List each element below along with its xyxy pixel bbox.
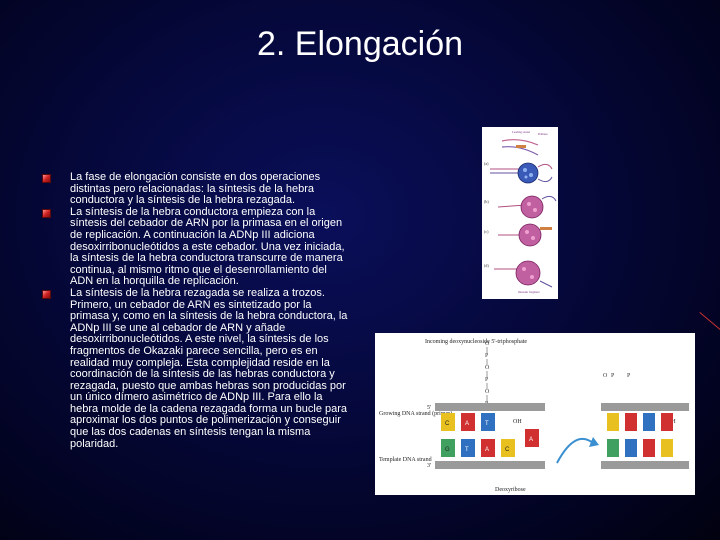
nucleotide-addition-figure: Incoming deoxynucleoside 5'-triphosphate… xyxy=(375,333,695,495)
phosphate-p: P xyxy=(485,353,489,359)
reaction-arrow-icon xyxy=(556,438,594,464)
phosphate-o: O xyxy=(485,341,490,347)
nucleotide-addition-diagram: Incoming deoxynucleoside 5'-triphosphate… xyxy=(379,339,689,493)
oh-label: OH xyxy=(513,419,522,425)
base-letter: C xyxy=(505,447,510,453)
template-strand-label: Template DNA strand xyxy=(379,457,432,463)
bullet-square-icon xyxy=(42,174,51,183)
bullet-item: La síntesis de la hebra rezagada se real… xyxy=(42,286,352,450)
base-letter: T xyxy=(465,447,469,453)
phosphate-o: O xyxy=(485,389,490,395)
growing-strand-label: Growing DNA strand (primer) xyxy=(379,410,452,417)
bullet-square-icon xyxy=(42,208,51,218)
step-label: (b) xyxy=(484,199,489,204)
bullet-item: La fase de elongación consiste en dos op… xyxy=(42,171,352,207)
base-letter: C xyxy=(445,421,450,427)
prime-3-label: 3' xyxy=(427,463,431,469)
decorative-line xyxy=(699,312,720,333)
phosphate-o: O xyxy=(485,365,490,371)
bullet-text: La síntesis de la hebra rezagada se real… xyxy=(70,286,348,450)
incoming-base-letter: A xyxy=(529,437,533,443)
figure-label: Primase xyxy=(538,132,548,136)
base-letter: T xyxy=(485,421,489,427)
deoxyribose-label: Deoxyribose xyxy=(495,487,526,493)
bullet-item: La síntesis de la hebra conductora empie… xyxy=(42,205,352,288)
phosphate-p: P xyxy=(627,373,631,379)
bullet-square-icon xyxy=(42,289,51,299)
base-letter: G xyxy=(445,447,450,453)
figure-label: Okazaki fragment xyxy=(518,290,540,294)
phosphate-o: O xyxy=(603,373,608,379)
step-label: (c) xyxy=(484,229,489,234)
step-label: (d) xyxy=(484,263,489,268)
bullet-list: La fase de elongación consiste en dos op… xyxy=(42,171,352,450)
base-letter: A xyxy=(465,421,469,427)
base-letter: A xyxy=(485,447,489,453)
phosphate-p: P xyxy=(485,377,489,383)
prime-5-label: 5' xyxy=(427,405,431,411)
phosphate-p: P xyxy=(611,373,615,379)
replication-fork-figure: Leading strand Primase (a) (b) (c) (d) O… xyxy=(482,127,558,299)
incoming-nucleotide-label: Incoming deoxynucleoside 5'-triphosphate xyxy=(425,339,527,345)
figure-label: Leading strand xyxy=(512,130,530,134)
bullet-text: La fase de elongación consiste en dos op… xyxy=(70,171,321,207)
step-label: (a) xyxy=(484,161,489,166)
slide-title: 2. Elongación xyxy=(256,25,464,63)
replication-fork-diagram: Leading strand Primase (a) (b) (c) (d) O… xyxy=(484,130,557,294)
bullet-text: La síntesis de la hebra conductora empie… xyxy=(70,205,345,288)
